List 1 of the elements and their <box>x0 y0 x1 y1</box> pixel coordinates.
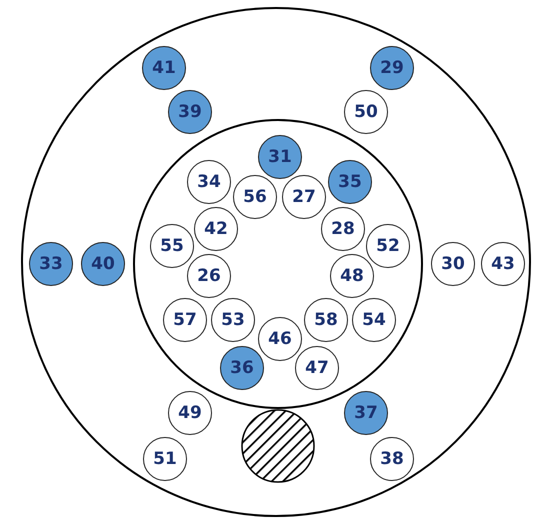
hatched-circle <box>241 409 315 483</box>
